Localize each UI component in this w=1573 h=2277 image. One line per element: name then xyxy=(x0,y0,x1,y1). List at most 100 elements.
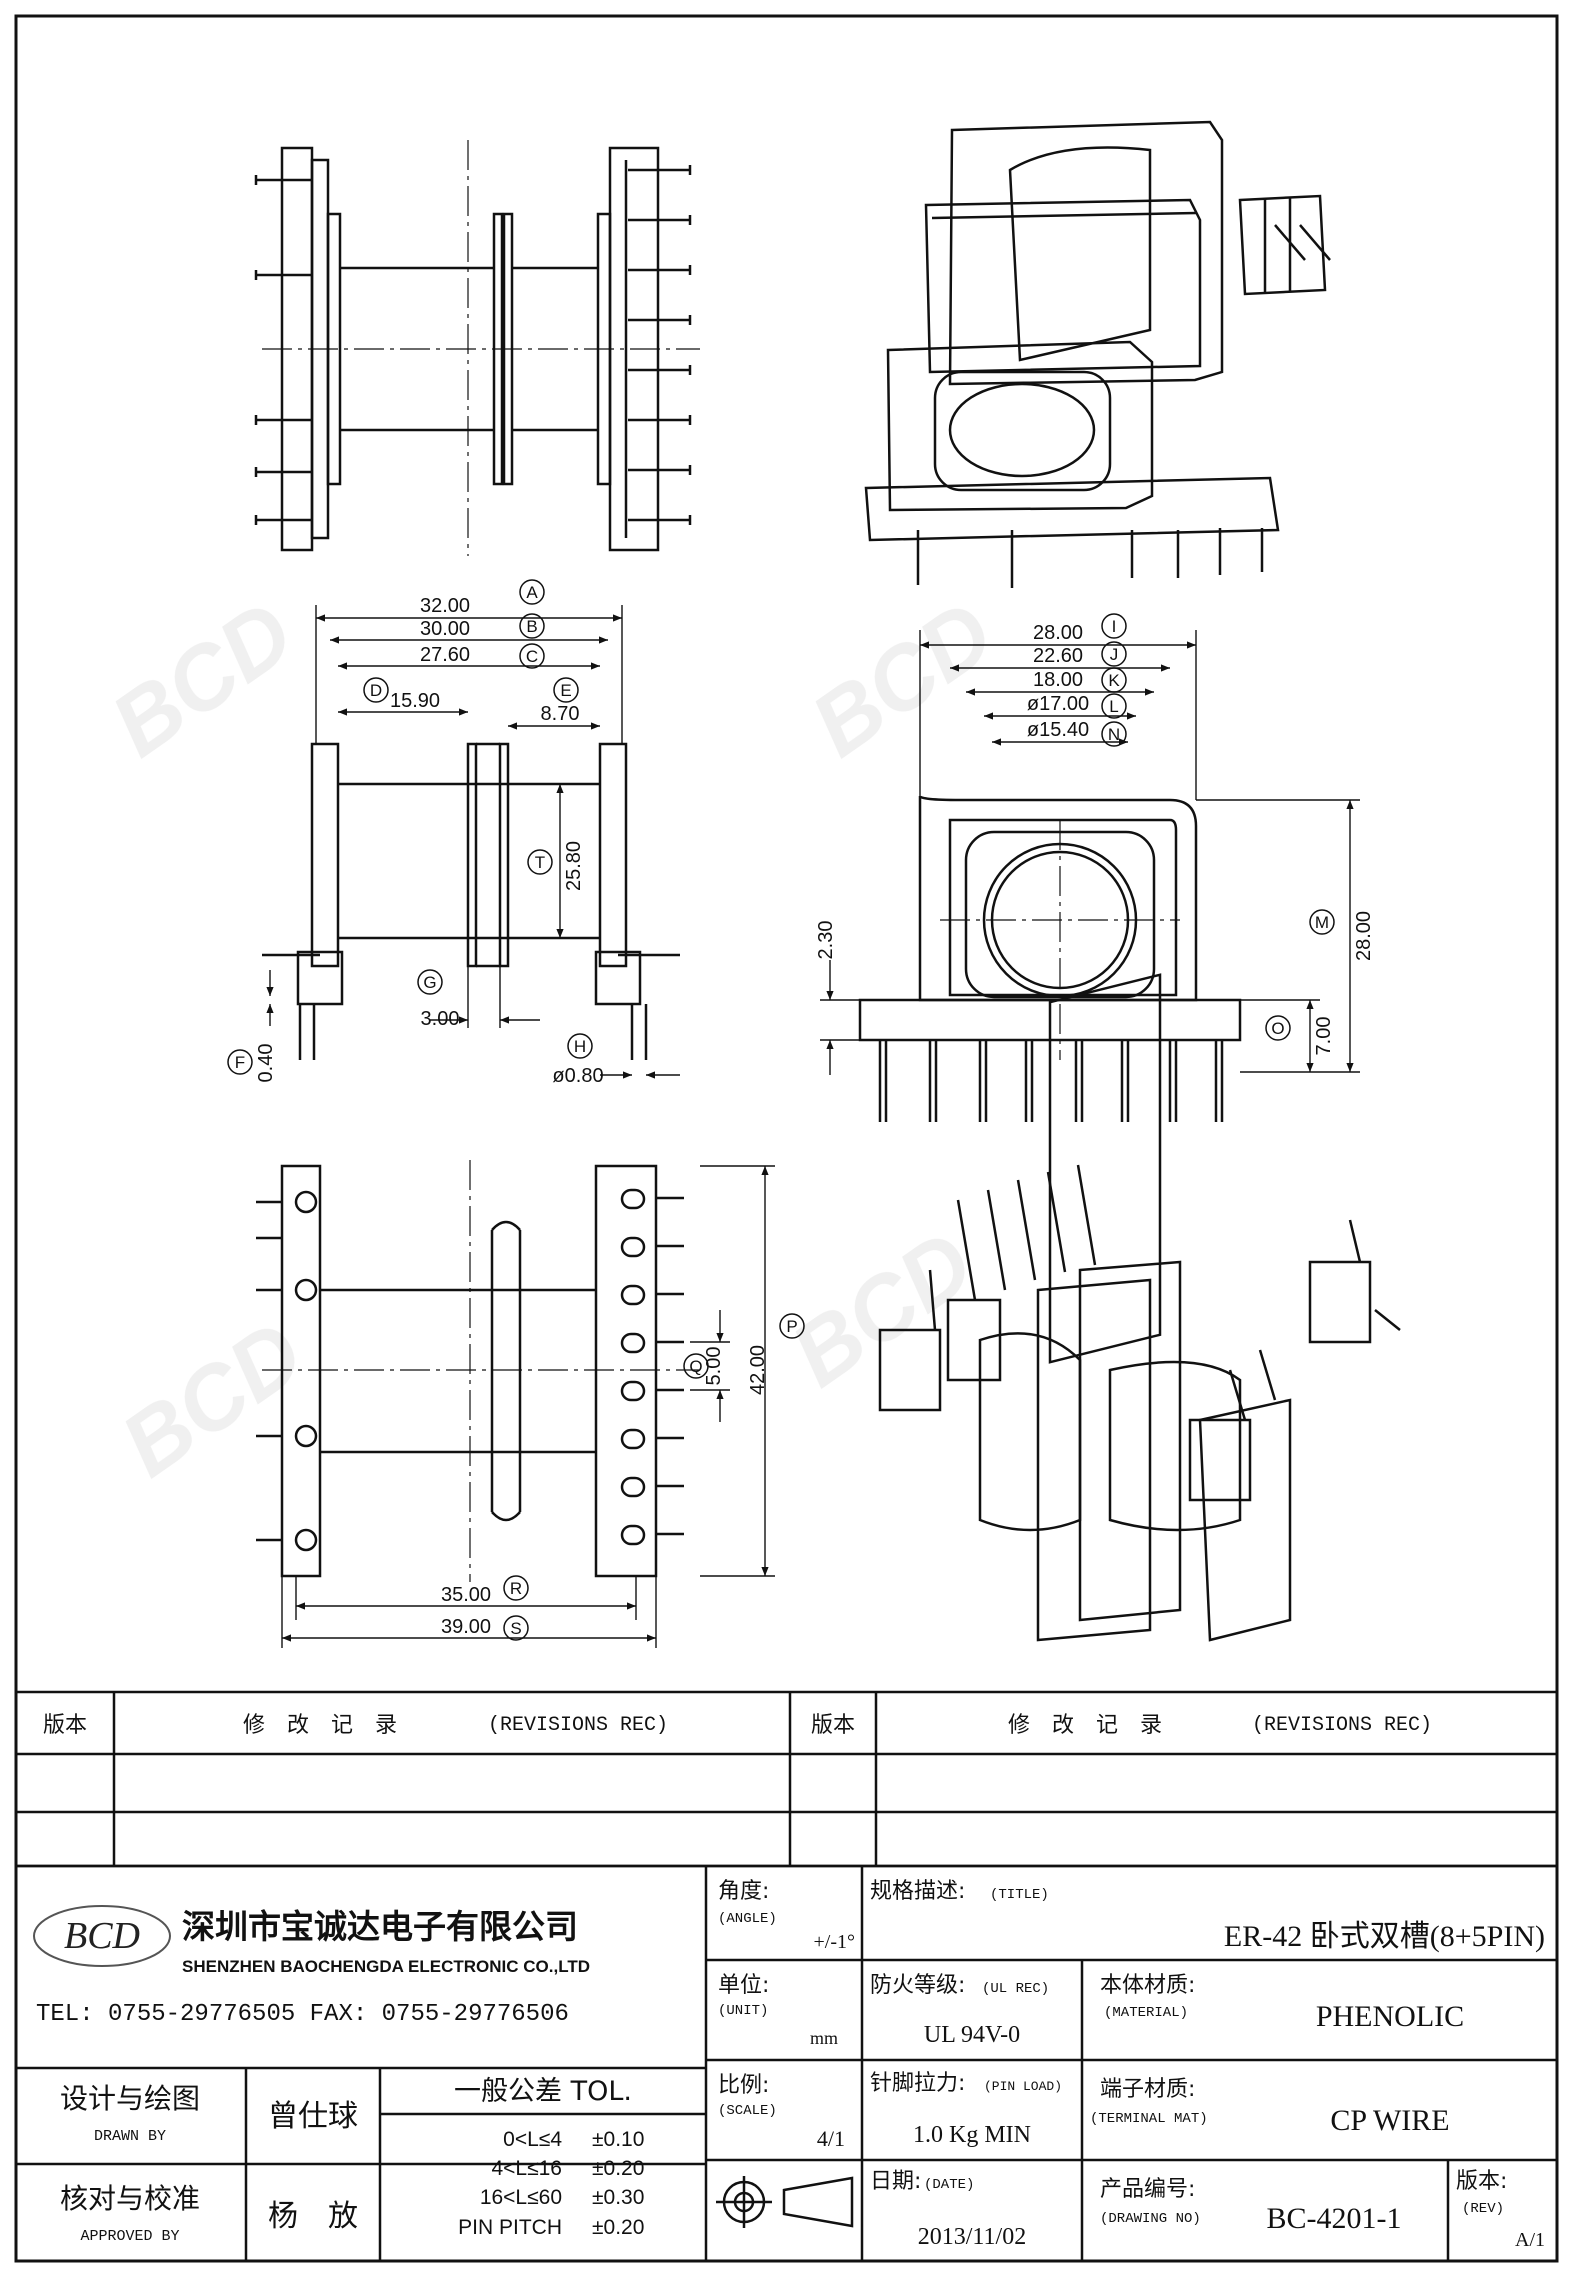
company-name-en: SHENZHEN BAOCHENGDA ELECTRONIC CO.,LTD xyxy=(182,1957,590,1976)
svg-text:J: J xyxy=(1110,645,1119,664)
svg-text:E: E xyxy=(560,681,571,700)
dim-n: ø15.40 xyxy=(1027,719,1089,741)
svg-text:L: L xyxy=(1109,697,1118,716)
dim-t: 25.80 xyxy=(563,841,585,891)
revision-rec-label-left: 修 改 记 录 xyxy=(243,1713,397,1738)
dim-g: 3.00 xyxy=(421,1008,460,1030)
fire-label: 防火等级: xyxy=(870,1973,965,1998)
svg-text:BCD: BCD xyxy=(104,1303,321,1497)
company-logo: BCD xyxy=(33,1905,171,1967)
tolerance-rows: 0<L≤4 ±0.10 4<L≤16 ±0.20 16<L≤60 ±0.30 P… xyxy=(458,2128,644,2239)
callout-g: G xyxy=(417,969,443,995)
svg-text:BCD: BCD xyxy=(774,1213,991,1407)
callout-b: B xyxy=(519,613,545,639)
fire-value: UL 94V-0 xyxy=(924,2022,1020,2048)
dim-side: 2.30 xyxy=(815,921,837,960)
company-contact: TEL: 0755-29776505 FAX: 0755-29776506 xyxy=(36,2001,569,2028)
svg-text:B: B xyxy=(526,617,537,636)
tolerance-range: 4<L≤16 xyxy=(491,2157,562,2180)
tolerance-value: ±0.30 xyxy=(592,2186,644,2209)
svg-text:K: K xyxy=(1108,671,1120,690)
svg-text:C: C xyxy=(526,647,538,666)
projection-symbol xyxy=(716,2176,854,2228)
material-en-label: (MATERIAL) xyxy=(1104,2005,1188,2021)
dims-view3 xyxy=(266,605,680,1079)
dim-a: 32.00 xyxy=(420,595,470,617)
callout-q: Q xyxy=(683,1353,709,1379)
revision-rec-en-left: (REVISIONS REC) xyxy=(488,1714,668,1737)
svg-text:S: S xyxy=(510,1619,521,1638)
dim-e: 8.70 xyxy=(541,703,580,725)
svg-text:F: F xyxy=(235,1053,245,1072)
callout-l: L xyxy=(1101,693,1127,719)
view-isometric-top xyxy=(864,120,1331,588)
callout-a: A xyxy=(519,579,545,605)
tolerance-range: 16<L≤60 xyxy=(480,2186,562,2209)
company-name-cn: 深圳市宝诚达电子有限公司 xyxy=(182,1907,578,1946)
svg-text:P: P xyxy=(786,1317,797,1336)
spec-en-label: (TITLE) xyxy=(990,1887,1049,1903)
rev-label: 版本: xyxy=(1456,2169,1507,2194)
angle-label: 角度: xyxy=(718,1879,769,1904)
drawn-by-label: 设计与绘图 xyxy=(60,2082,200,2115)
terminal-value: CP WIRE xyxy=(1330,2104,1449,2137)
dim-l: ø17.00 xyxy=(1027,693,1089,715)
svg-text:O: O xyxy=(1271,1019,1284,1038)
revision-rec-label-right: 修 改 记 录 xyxy=(1008,1713,1162,1738)
view-bottom-plan xyxy=(256,1164,684,1578)
dim-d: 15.90 xyxy=(390,690,440,712)
dims-view5 xyxy=(281,1165,775,1648)
unit-label: 单位: xyxy=(718,1973,769,1998)
callout-d: D xyxy=(363,677,389,703)
material-value: PHENOLIC xyxy=(1316,2000,1464,2033)
drawing-no-label: 产品编号: xyxy=(1100,2177,1195,2202)
centerlines-view1 xyxy=(262,140,700,556)
sheet-border xyxy=(14,14,1559,2263)
centerlines-view4 xyxy=(940,820,1180,1060)
pin-load-label: 针脚拉力: xyxy=(870,2071,965,2096)
callout-f: F xyxy=(227,1049,253,1075)
svg-text:T: T xyxy=(535,853,545,872)
svg-text:Q: Q xyxy=(689,1357,702,1376)
callout-n: N xyxy=(1101,721,1127,747)
title-block: BCD 深圳市宝诚达电子有限公司 SHENZHEN BAOCHENGDA ELE… xyxy=(16,1864,1557,2261)
dim-s: 39.00 xyxy=(441,1616,491,1638)
callout-h: H xyxy=(567,1033,593,1059)
callout-s: S xyxy=(503,1615,529,1641)
tolerance-value: ±0.20 xyxy=(592,2157,644,2180)
callout-o: O xyxy=(1265,1015,1291,1041)
unit-en-label: (UNIT) xyxy=(718,2003,768,2019)
tolerance-range: 0<L≤4 xyxy=(503,2128,562,2151)
approved-by-label: 核对与校准 xyxy=(60,2182,200,2215)
tolerance-value: ±0.10 xyxy=(592,2128,644,2151)
svg-text:R: R xyxy=(510,1579,522,1598)
dims-view4 xyxy=(820,630,1360,1075)
svg-text:N: N xyxy=(1108,725,1120,744)
date-label: 日期: xyxy=(870,2169,921,2194)
dim-b: 30.00 xyxy=(420,618,470,640)
scale-label: 比例: xyxy=(718,2073,769,2098)
callout-r: R xyxy=(503,1575,529,1601)
date-en-label: (DATE) xyxy=(924,2177,974,2193)
terminal-en-label: (TERMINAL MAT) xyxy=(1090,2111,1208,2127)
scale-value: 4/1 xyxy=(817,2126,845,2151)
dim-f: 0.40 xyxy=(255,1044,277,1083)
callout-t: T xyxy=(527,849,553,875)
drawn-by-name: 曾仕球 xyxy=(268,2099,358,2134)
dim-c: 27.60 xyxy=(420,644,470,666)
rev-en-label: (REV) xyxy=(1462,2201,1504,2217)
dim-o: 7.00 xyxy=(1313,1017,1335,1056)
svg-text:G: G xyxy=(423,973,436,992)
dim-q: 5.00 xyxy=(703,1347,725,1386)
drawn-by-en-label: DRAWN BY xyxy=(94,2128,166,2145)
tolerance-label: 一般公差 TOL. xyxy=(454,2076,632,2107)
dim-p: 42.00 xyxy=(747,1345,769,1395)
callout-k: K xyxy=(1101,667,1127,693)
revision-ver-label-left: 版本 xyxy=(43,1713,87,1738)
callout-p: P xyxy=(779,1313,805,1339)
svg-text:BCD: BCD xyxy=(64,1915,140,1957)
tolerance-range: PIN PITCH xyxy=(458,2216,562,2239)
date-value: 2013/11/02 xyxy=(918,2224,1026,2250)
tolerance-value: ±0.20 xyxy=(592,2216,644,2239)
